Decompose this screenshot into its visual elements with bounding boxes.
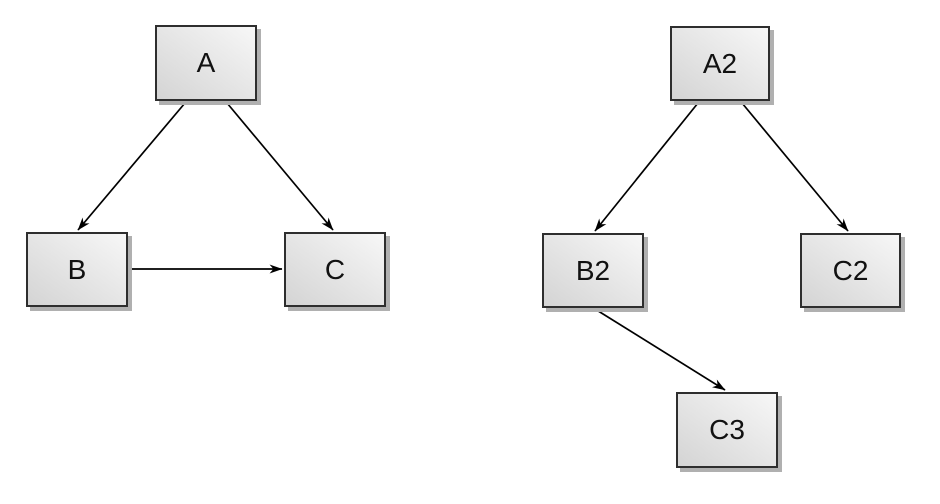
edge-A2-B2[interactable] [594,102,699,232]
node-label: C2 [832,254,869,286]
node-A[interactable]: A [155,25,257,101]
node-A2[interactable]: A2 [670,26,770,101]
node-label: C3 [709,414,745,445]
edge-A2-C2[interactable] [741,102,849,232]
node-label: B2 [575,254,611,286]
edge-A-B[interactable] [77,102,186,231]
node-B2[interactable]: B2 [542,233,644,308]
node-C[interactable]: C [284,232,386,307]
node-B[interactable]: B [26,232,128,307]
node-label: A [196,47,216,78]
edge-B2-C3[interactable] [594,308,726,391]
node-label: B [67,253,87,285]
node-label: A2 [702,47,738,79]
node-C3[interactable]: C3 [676,392,778,468]
node-C2[interactable]: C2 [800,233,901,308]
edge-A-C[interactable] [226,102,334,231]
node-label: C [324,253,346,285]
